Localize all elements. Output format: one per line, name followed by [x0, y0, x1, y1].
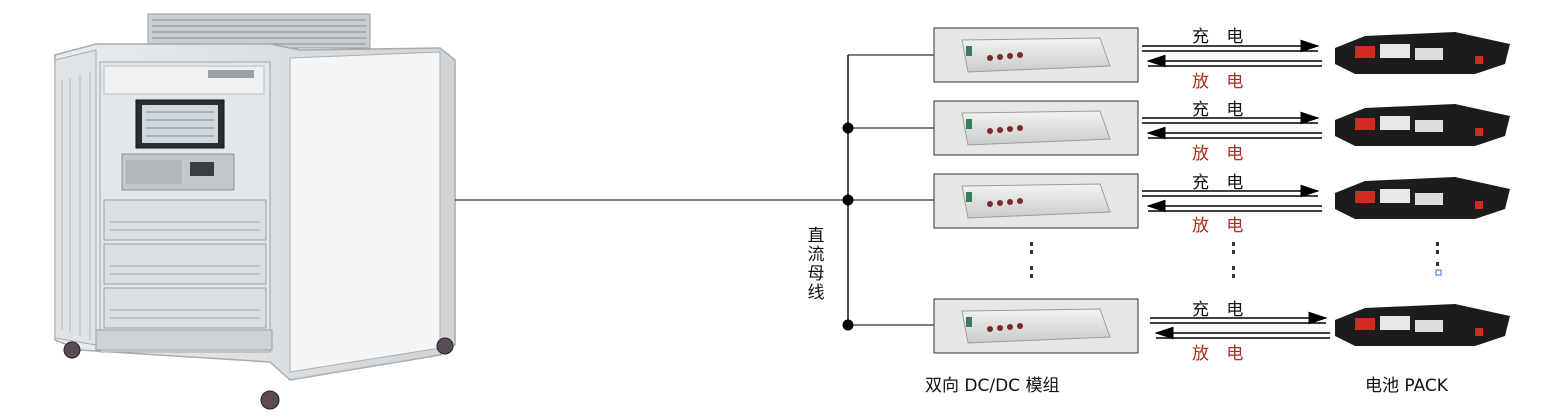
charge-label-3: 充 电 — [1192, 173, 1250, 193]
charge-label-4: 充 电 — [1192, 300, 1250, 320]
power-flow-arrows — [1142, 39, 1330, 340]
charge-label-2: 充 电 — [1192, 100, 1250, 120]
dcdc-module-icon — [933, 27, 1139, 354]
battery-pack-icon — [1335, 32, 1510, 346]
battery-pack-label: 电池 PACK — [1365, 376, 1448, 396]
discharge-label-4: 放 电 — [1192, 344, 1250, 364]
charge-label-1: 充 电 — [1192, 27, 1250, 47]
dcdc-module-group-label: 双向 DC/DC 模组 — [925, 376, 1060, 396]
ellipsis-icon — [1030, 242, 1439, 278]
test-cabinet-icon — [54, 13, 456, 410]
discharge-label-1: 放 电 — [1192, 72, 1250, 92]
discharge-label-2: 放 电 — [1192, 144, 1250, 164]
discharge-label-3: 放 电 — [1192, 216, 1250, 236]
dc-bus-label: 直流母线 — [807, 226, 825, 303]
